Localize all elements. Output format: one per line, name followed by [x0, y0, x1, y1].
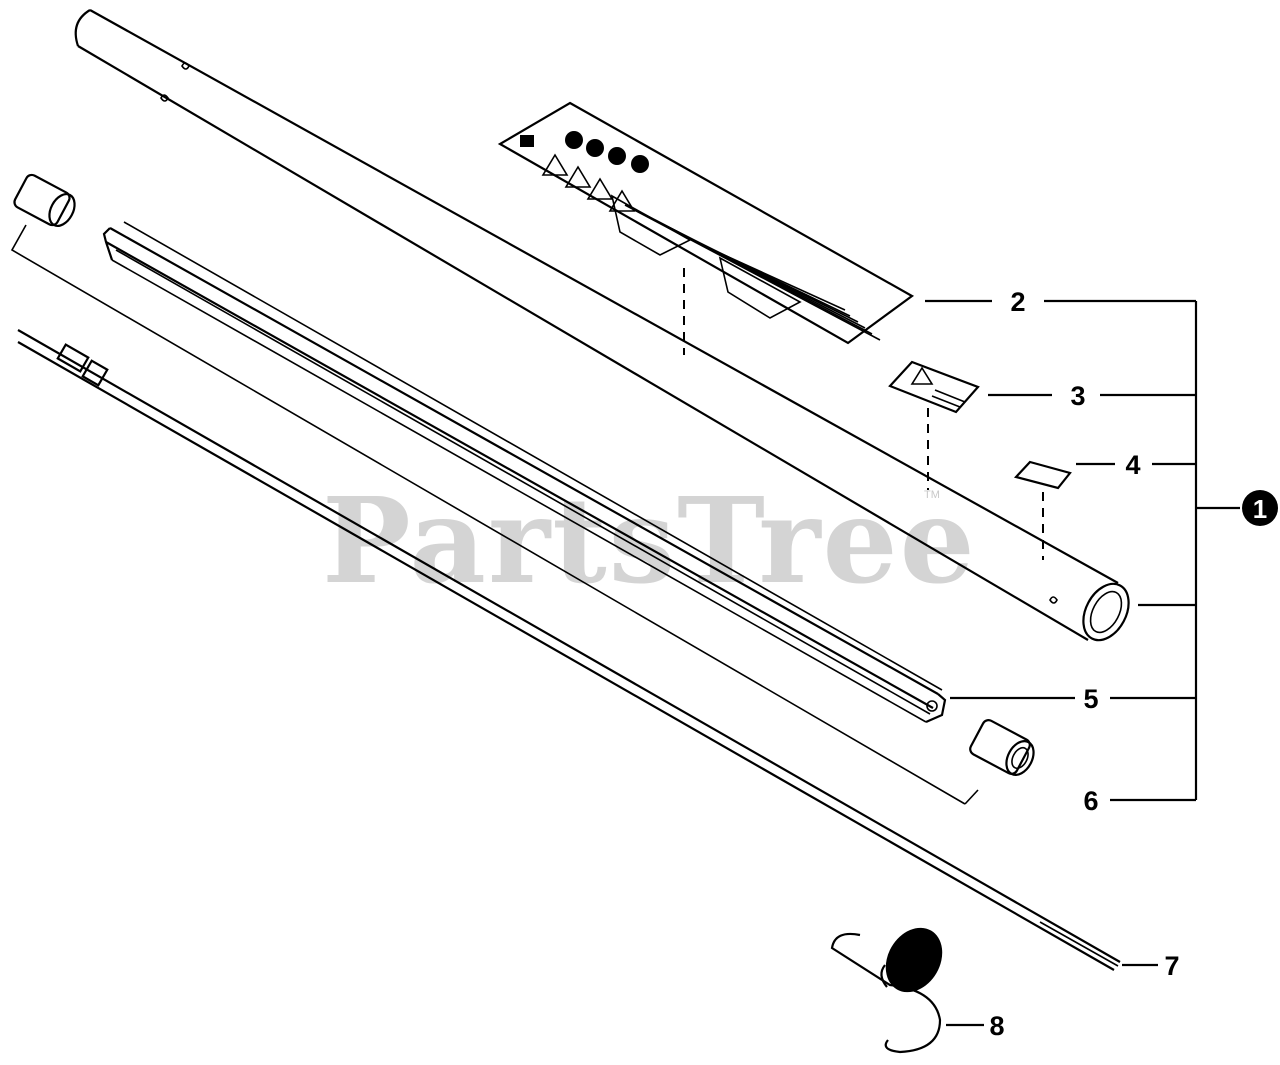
warning-label-small: [888, 360, 980, 414]
callout-bushing: 6: [1083, 786, 1098, 816]
callout-label-tiny: 4: [1125, 450, 1140, 480]
bushing-right: [969, 719, 1035, 776]
bushing-left: [13, 173, 76, 227]
callout-assembly: 1: [1253, 494, 1267, 524]
callout-liner: 5: [1083, 684, 1098, 714]
label-tiny: [1013, 460, 1072, 490]
outer-tube: [74, 9, 1130, 642]
leader-lines: [925, 299, 1240, 1027]
watermark-trademark: TM: [924, 489, 940, 501]
callout-numbers: 1 2 3 4 5 6 7 8: [989, 287, 1278, 1041]
callout-label-small: 3: [1070, 381, 1085, 411]
hanger-spring: [830, 927, 943, 1054]
callout-hanger: 8: [989, 1011, 1004, 1041]
liner: [102, 221, 947, 724]
watermark-text: PartsTree: [322, 471, 977, 610]
callout-label-large: 2: [1010, 287, 1025, 317]
drive-shaft: [17, 329, 1121, 971]
watermark: PartsTree TM: [322, 471, 977, 610]
callout-drive-shaft: 7: [1164, 951, 1179, 981]
warning-label-large: [497, 101, 915, 345]
assembly-callout-circle: [1242, 490, 1278, 526]
